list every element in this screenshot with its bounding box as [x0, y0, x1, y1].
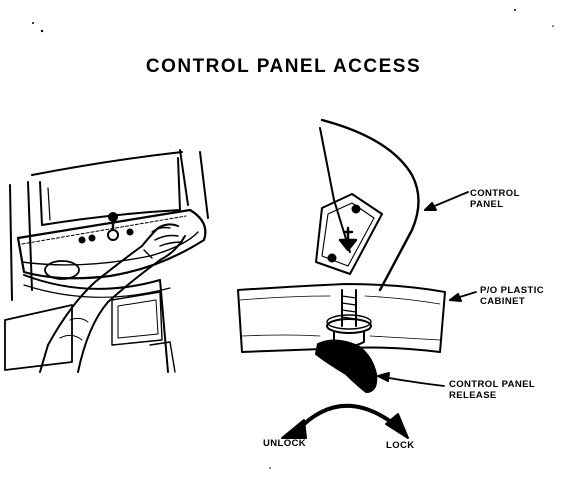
callout-control-panel-line1: CONTROL: [470, 188, 520, 199]
callout-plastic-cabinet: P/O PLASTIC CABINET: [480, 285, 544, 307]
callout-panel-release: CONTROL PANEL RELEASE: [449, 379, 535, 401]
scan-specks: [32, 9, 554, 469]
callout-panel-release-line1: CONTROL PANEL: [449, 379, 536, 390]
callout-panel-release-line2: RELEASE: [449, 390, 497, 401]
lock-label: LOCK: [386, 440, 415, 451]
unlock-label: UNLOCK: [263, 438, 307, 449]
page-title: CONTROL PANEL ACCESS: [145, 56, 422, 77]
callout-plastic-cabinet-line2: CABINET: [480, 296, 526, 307]
callout-control-panel-line2: PANEL: [470, 199, 504, 210]
callout-control-panel: CONTROL PANEL: [470, 188, 520, 210]
cabinet-overview-drawing: [4, 149, 209, 373]
release-detail-drawing: [237, 118, 477, 439]
callout-plastic-cabinet-line1: P/O PLASTIC: [480, 285, 545, 296]
